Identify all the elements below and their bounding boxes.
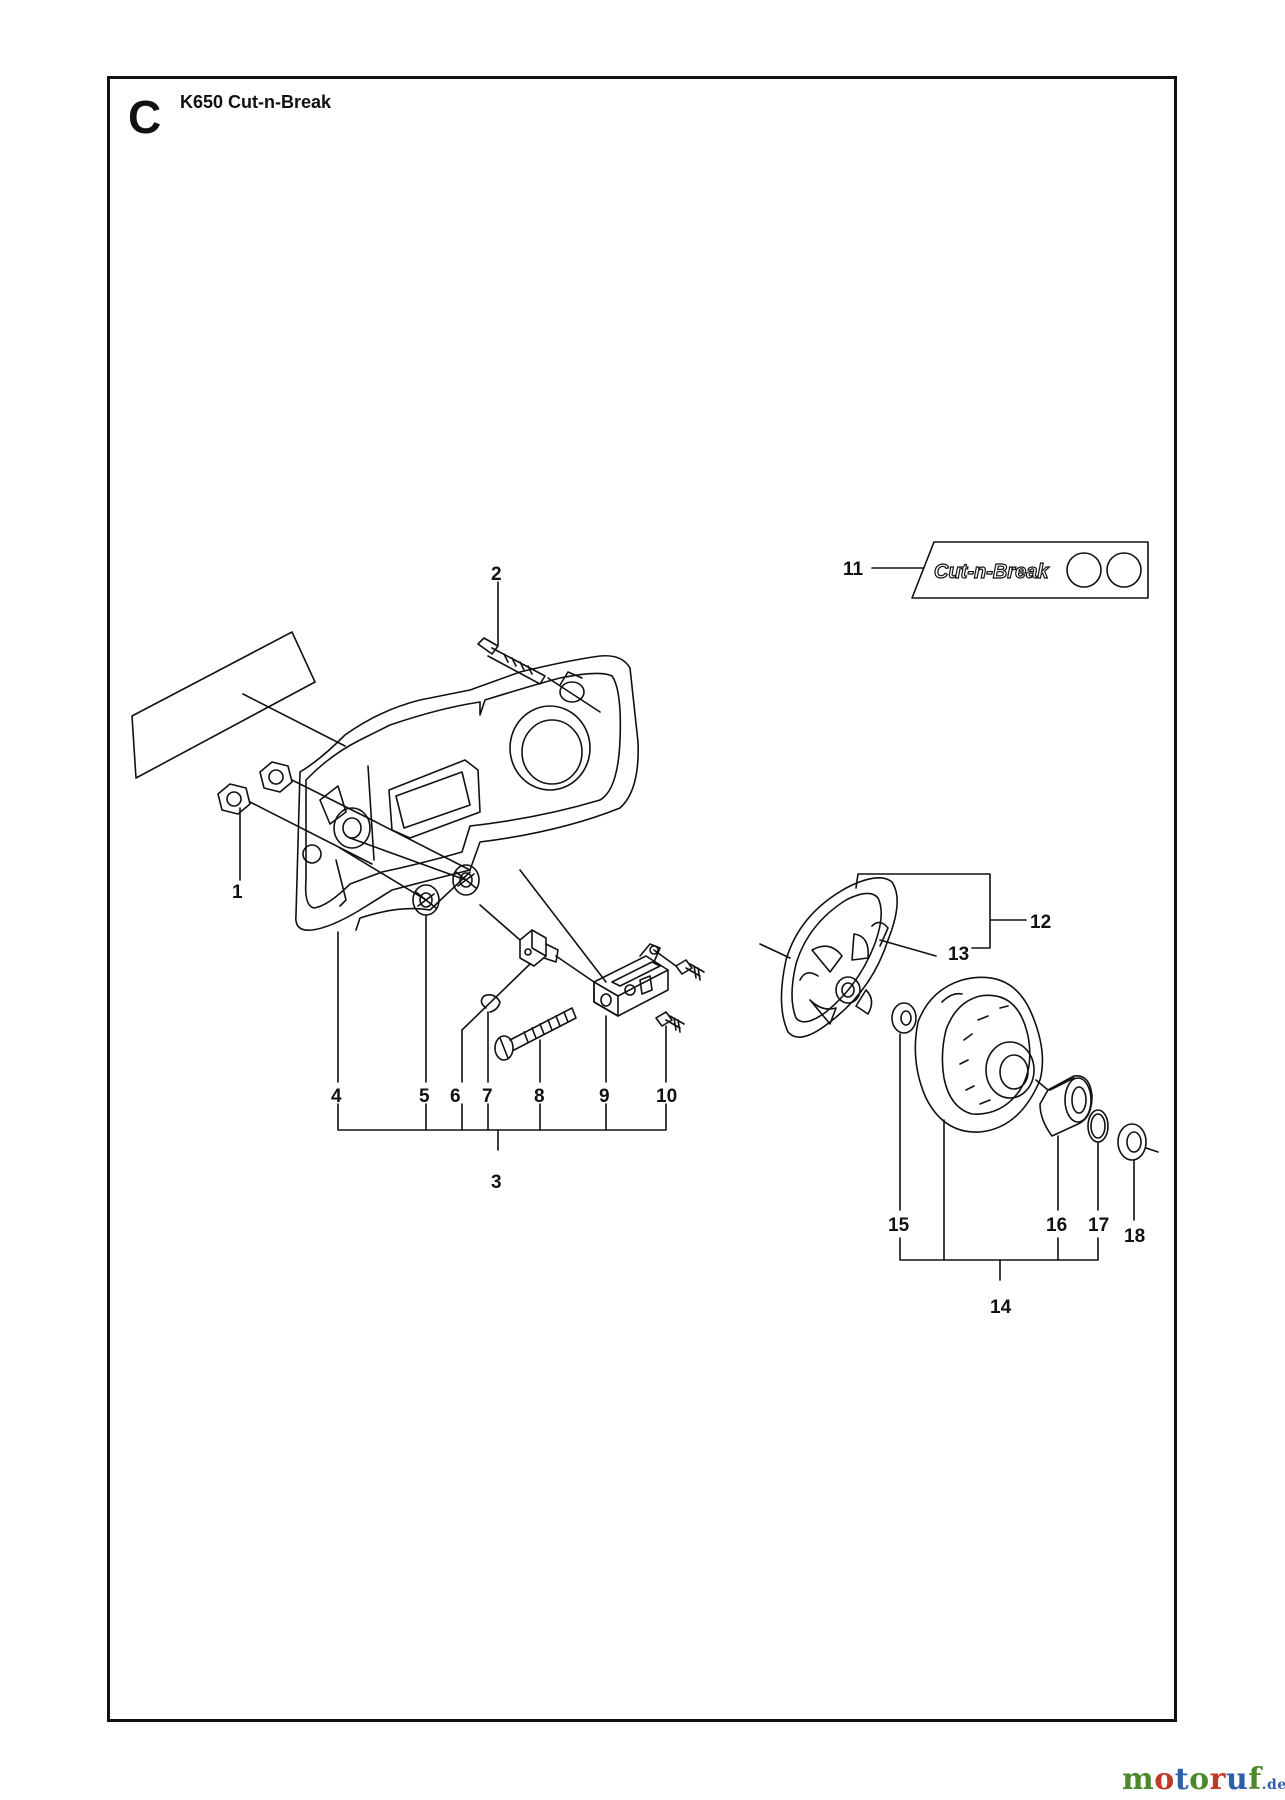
screw-item-10	[675, 959, 705, 981]
callout-7: 7	[482, 1086, 493, 1107]
watermark-logo: motoruf.de	[1122, 1762, 1285, 1797]
leader-item-12	[855, 873, 1027, 949]
callout-4: 4	[331, 1086, 342, 1107]
leader-label-plate	[242, 693, 346, 747]
callout-18: 18	[1124, 1226, 1145, 1247]
callout-9: 9	[599, 1086, 610, 1107]
callout-12: 12	[1030, 912, 1051, 933]
snap-ring-item-17	[1087, 1109, 1109, 1143]
callout-2: 2	[491, 564, 502, 585]
callout-5: 5	[419, 1086, 430, 1107]
washer-item-18	[1117, 1123, 1147, 1161]
callout-15: 15	[888, 1215, 910, 1236]
callout-10: 10	[656, 1086, 677, 1107]
diagram-frame	[107, 76, 1177, 1722]
clip-item-7	[480, 994, 501, 1013]
callout-13: 13	[948, 944, 969, 965]
watermark-suffix: .de	[1261, 1777, 1285, 1793]
callout-3: 3	[491, 1172, 502, 1193]
bolt-item-2	[477, 637, 546, 685]
callout-16: 16	[1046, 1215, 1067, 1236]
clutch-item-12	[780, 877, 898, 1038]
nut-item-1b	[259, 761, 293, 793]
callout-11: 11	[843, 559, 864, 580]
leader-item-13	[879, 939, 937, 957]
bracket-item-3	[337, 1103, 667, 1131]
adjuster-screw-item-8	[494, 1007, 577, 1061]
clutch-cover	[295, 654, 639, 932]
diagram-title: K650 Cut-n-Break	[180, 92, 332, 112]
bracket-item-14	[899, 1237, 1099, 1261]
callout-14: 14	[990, 1297, 1012, 1318]
clutch-drum-item-14	[914, 976, 1044, 1133]
washer-item-15	[891, 1002, 917, 1034]
leader-item-2b	[547, 677, 601, 713]
callout-8: 8	[534, 1086, 545, 1107]
needle-bearing-item-16	[1039, 1075, 1093, 1137]
nut-item-1	[217, 783, 251, 815]
decal-text: Cut-n-Break	[934, 561, 1049, 583]
adjuster-nut-item-6	[519, 929, 559, 967]
callout-6: 6	[450, 1086, 461, 1107]
label-plate	[131, 631, 316, 779]
screw-item-10b	[655, 1011, 685, 1033]
tensioner-bracket-item-9	[593, 943, 669, 1017]
watermark-brand: motoruf	[1122, 1762, 1262, 1797]
callout-1: 1	[232, 882, 243, 903]
callout-17: 17	[1088, 1215, 1109, 1236]
section-letter: C	[128, 91, 162, 143]
decal-item-11	[911, 541, 1149, 599]
